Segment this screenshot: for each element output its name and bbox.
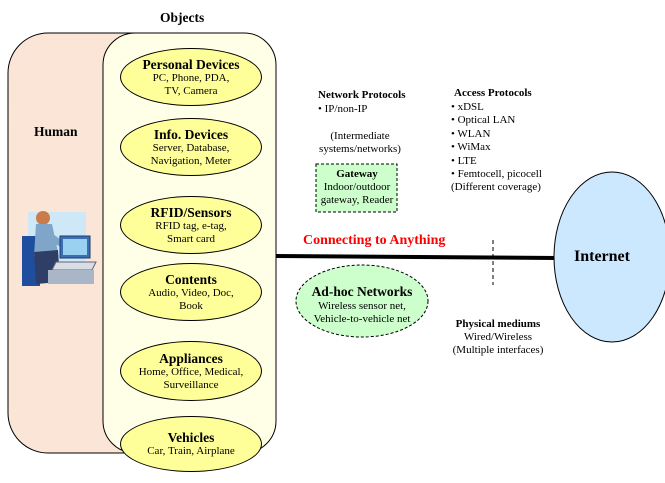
gateway-heading: Gateway (336, 168, 378, 180)
objects-title: Objects (160, 10, 205, 25)
object-contents: Contents Audio, Video, Doc, Book (120, 263, 262, 321)
access-protocols-list: • xDSL • Optical LAN • WLAN • WiMax • LT… (451, 101, 542, 195)
physical-mediums-detail: Wired/Wireless (463, 331, 533, 343)
object-vehicles: Vehicles Car, Train, Airplane (120, 416, 262, 472)
note-line: systems/networks) (319, 143, 401, 155)
gateway-detail: Indoor/outdoor (323, 181, 391, 193)
object-heading: Personal Devices (142, 56, 240, 72)
object-info-devices: Info. Devices Server, Database, Navigati… (120, 118, 262, 176)
internet-label: Internet (574, 248, 630, 265)
object-detail: Surveillance (163, 378, 219, 391)
object-personal-devices: Personal Devices PC, Phone, PDA, TV, Cam… (120, 48, 262, 106)
object-heading: RFID/Sensors (150, 204, 232, 220)
connection-line (275, 254, 558, 260)
access-protocols-note: (Different coverage) (451, 181, 541, 194)
gateway-detail: gateway, Reader (320, 194, 394, 206)
access-protocol-item: • Femtocell, picocell (451, 168, 542, 181)
object-heading: Vehicles (167, 430, 215, 445)
network-protocols-heading: Network Protocols (318, 89, 406, 101)
object-rfid-sensors: RFID/Sensors RFID tag, e-tag, Smart card (120, 196, 262, 254)
adhoc-detail: Vehicle-to-vehicle net (313, 313, 411, 325)
access-protocols-heading: Access Protocols (454, 87, 532, 99)
object-detail: Book (179, 299, 203, 312)
access-protocol-item: • Optical LAN (451, 114, 516, 127)
object-detail: Audio, Video, Doc, (148, 286, 234, 299)
adhoc-ellipse (295, 264, 429, 338)
physical-mediums: Physical mediums Wired/Wireless (Multipl… (446, 318, 550, 357)
gateway-box (315, 163, 398, 213)
object-detail: Home, Office, Medical, (138, 365, 244, 378)
access-protocol-item: • LTE (451, 154, 477, 167)
gateway: Gateway Indoor/outdoor gateway, Reader (316, 168, 398, 207)
object-detail: RFID tag, e-tag, (155, 219, 227, 232)
network-protocols-note: (Intermediate systems/networks) (316, 130, 404, 156)
object-heading: Info. Devices (153, 126, 229, 142)
adhoc-detail: Wireless sensor net, (318, 300, 406, 312)
internet-cloud (553, 171, 665, 343)
connecting-label: Connecting to Anything (303, 233, 446, 248)
object-appliances: Appliances Home, Office, Medical, Survei… (120, 341, 262, 401)
human-label: Human (34, 124, 78, 139)
access-protocol-item: • WLAN (451, 127, 491, 140)
human-at-computer-icon (22, 211, 97, 286)
object-heading: Appliances (159, 350, 223, 366)
object-detail: Car, Train, Airplane (147, 445, 235, 457)
note-line: (Intermediate (330, 130, 390, 142)
physical-mediums-detail: (Multiple interfaces) (452, 344, 544, 356)
object-detail: Server, Database, (152, 141, 230, 154)
adhoc-heading: Ad-hoc Networks (311, 284, 413, 299)
object-heading: Contents (165, 271, 217, 287)
object-detail: Smart card (167, 232, 215, 245)
access-protocol-item: • WiMax (451, 141, 491, 154)
object-detail: Navigation, Meter (150, 154, 232, 167)
access-protocol-item: • xDSL (451, 101, 484, 113)
network-protocols-item: • IP/non-IP (318, 103, 368, 115)
object-detail: TV, Camera (164, 84, 218, 97)
adhoc-networks: Ad-hoc Networks Wireless sensor net, Veh… (298, 284, 426, 326)
physical-mediums-heading: Physical mediums (455, 318, 541, 330)
object-detail: PC, Phone, PDA, (152, 71, 230, 84)
